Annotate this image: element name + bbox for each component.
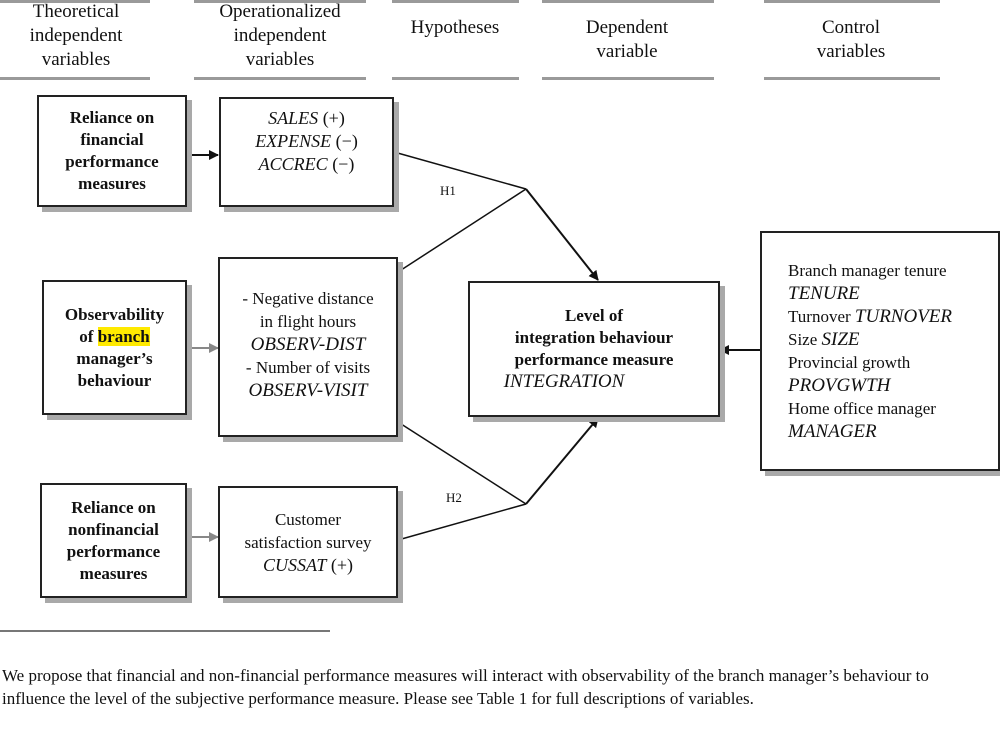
h2-line-observability [397,421,527,505]
variable-name: INTEGRATION [503,371,625,392]
control-label: Turnover [788,307,855,326]
box-text-line: performance [65,152,159,171]
control-variable: PROVGWTH [788,375,891,396]
box-text-line: measures [78,174,146,193]
theoretical-box-nonfinancial: Reliance on nonfinancial performance mea… [40,483,187,598]
h1-arrow-to-dependent [525,188,599,281]
control-variable: TENURE [788,283,860,304]
box-text-line: - Negative distance [242,289,374,308]
variable-name: SALES [268,108,319,128]
box-text-line: performance [66,541,161,561]
box-text-line: of branch [79,326,150,348]
header-dependent-line: Dependent [585,17,669,38]
header-theoretical: Theoretical independent variables [0,0,152,72]
header-rule [542,0,714,3]
hypothesis-label-h1: H1 [440,183,456,198]
box-text-line: manager’s [76,348,153,368]
header-rule [764,77,940,80]
box-text-fragment: of [79,326,98,346]
header-control-line: Control [821,17,881,38]
header-rule [0,0,150,3]
figure-caption: We propose that financial and non-financ… [2,666,929,708]
box-text-line: in flight hours [259,312,357,331]
header-dependent-line: variable [596,41,658,62]
theoretical-box-observability: Observability of branch manager’s behavi… [42,280,187,415]
control-variable: MANAGER [788,421,877,442]
variable-line: ACCREC (−) [259,153,355,176]
footnote-separator [0,630,330,632]
header-control: Control variables [762,16,940,64]
header-hypotheses: Hypotheses [390,16,520,40]
box-text-line: Level of [564,306,624,325]
h2-line-nonfinancial [397,503,527,541]
box-text-line: nonfinancial [68,519,159,539]
h1-line-observability [397,188,527,273]
variable-sign: (+) [326,554,353,575]
theoretical-box-financial: Reliance on financial performance measur… [37,95,187,207]
variable-sign: (−) [327,154,355,174]
box-text-line: performance measure [514,350,674,369]
hypothesis-label-h2: H2 [446,490,462,505]
box-text-line: - Number of visits [245,358,371,377]
variable-name: OBSERV-DIST [250,334,366,355]
box-text-line: Observability [64,304,165,324]
header-control-line: variables [816,41,886,62]
header-rule [194,0,366,3]
header-rule [542,77,714,80]
variable-line: CUSSAT (+) [263,554,353,577]
box-text-line: financial [80,130,144,149]
control-line: Size SIZE [788,328,860,351]
control-line: Turnover TURNOVER [788,305,952,328]
variable-name: EXPENSE [255,131,332,151]
box-text-line: behaviour [77,370,152,390]
operationalized-box-observability: - Negative distance in flight hours OBSE… [218,257,398,437]
control-variable: SIZE [821,329,860,350]
highlighted-word: branch [97,326,150,346]
variable-line: SALES (+) [268,107,345,130]
header-theoretical-line: variables [41,49,111,70]
header-hypotheses-line: Hypotheses [410,17,500,38]
header-rule [194,77,366,80]
header-operationalized-line: variables [245,49,315,70]
variable-name: ACCREC [258,154,328,174]
control-label: Home office manager [788,399,936,418]
box-text-line: satisfaction survey [244,532,372,552]
control-variables-box: Branch manager tenure TENURE Turnover TU… [760,231,1000,471]
box-text-line: integration behaviour [514,328,674,347]
operationalized-box-financial: SALES (+) EXPENSE (−) ACCREC (−) [219,97,394,207]
header-rule [392,0,519,3]
header-operationalized-line: independent [233,25,327,46]
box-text-line: Reliance on [71,497,156,517]
box-text-line: Customer [274,509,342,529]
operationalized-box-nonfinancial: Customer satisfaction survey CUSSAT (+) [218,486,398,598]
control-label: Size [788,330,822,349]
variable-sign: (+) [318,108,345,128]
variable-name: CUSSAT [263,554,327,575]
variable-sign: (−) [331,131,358,151]
variable-name: OBSERV-VISIT [248,380,368,401]
dependent-variable-box: Level of integration behaviour performan… [468,281,720,417]
control-label: Provincial growth [788,353,911,372]
header-operationalized: Operationalized independent variables [192,0,368,72]
variable-line: EXPENSE (−) [255,130,358,153]
header-rule [764,0,940,3]
box-text-line: measures [79,563,148,583]
header-rule [0,77,150,80]
header-theoretical-line: independent [29,25,123,46]
box-text-line: Reliance on [69,108,155,127]
h2-arrow-to-dependent [525,417,599,505]
header-operationalized-line: Operationalized [219,1,341,22]
h1-line-financial [393,151,527,190]
control-variable: TURNOVER [854,306,953,327]
header-dependent: Dependent variable [540,16,714,64]
control-label: Branch manager tenure [788,261,947,280]
header-theoretical-line: Theoretical [32,1,120,22]
header-rule [392,77,519,80]
